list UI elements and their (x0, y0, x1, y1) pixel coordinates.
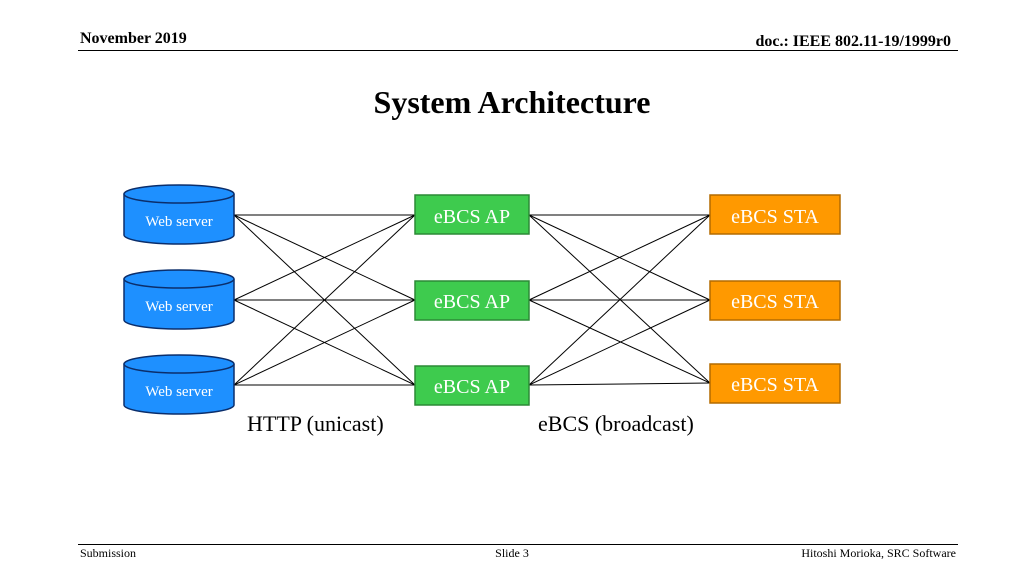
http-links (233, 214, 416, 386)
link-ap2-sta1 (528, 214, 711, 301)
database-icon (123, 279, 235, 330)
database-icon-top (123, 269, 235, 289)
sta-box (709, 194, 841, 235)
ebcs-ap-3: eBCS AP (414, 365, 530, 406)
footer-submission: Submission (80, 546, 137, 560)
ap-label: eBCS AP (434, 376, 510, 398)
ap-label: eBCS AP (434, 206, 510, 228)
slide-title: System Architecture (373, 84, 651, 120)
web-server-label: Web server (145, 214, 213, 230)
link-ap3-sta1 (528, 214, 711, 386)
header-doc-id: doc.: IEEE 802.11-19/1999r0 (755, 33, 951, 50)
http-unicast-label: HTTP (unicast) (247, 411, 384, 436)
link-ap2-sta3 (528, 299, 711, 384)
web-server-3: Web server (123, 354, 235, 415)
ebcs-broadcast-label: eBCS (broadcast) (538, 411, 694, 436)
footer-slide-number: Slide 3 (495, 546, 529, 560)
database-icon (123, 364, 235, 415)
database-icon-top (123, 354, 235, 374)
sta-box (709, 280, 841, 321)
sta-label: eBCS STA (731, 374, 819, 396)
link-server2-ap1 (233, 214, 416, 301)
ebcs-sta-2: eBCS STA (709, 280, 841, 321)
ebcs-sta-3: eBCS STA (709, 363, 841, 404)
footer-author: Hitoshi Morioka, SRC Software (801, 546, 956, 560)
ebcs-sta-1: eBCS STA (709, 194, 841, 235)
database-icon-top (123, 184, 235, 204)
ebcs-links (528, 214, 711, 386)
sta-label: eBCS STA (731, 206, 819, 228)
sta-box (709, 363, 841, 404)
ap-label: eBCS AP (434, 291, 510, 313)
link-ap3-sta2 (528, 299, 711, 386)
web-server-label: Web server (145, 384, 213, 400)
ap-box (414, 280, 530, 321)
web-server-1: Web server (123, 184, 235, 245)
link-server3-ap1 (233, 214, 416, 386)
web-server-label: Web server (145, 299, 213, 315)
database-icon (123, 194, 235, 245)
web-server-2: Web server (123, 269, 235, 330)
header-date: November 2019 (80, 30, 187, 47)
ebcs-ap-2: eBCS AP (414, 280, 530, 321)
ap-box (414, 365, 530, 406)
link-ap1-sta3 (528, 214, 711, 384)
sta-label: eBCS STA (731, 291, 819, 313)
header-divider (78, 50, 958, 51)
footer-divider (78, 544, 958, 545)
link-ap3-sta3 (528, 382, 711, 386)
ap-box (414, 194, 530, 235)
link-server3-ap2 (233, 299, 416, 386)
ebcs-ap-1: eBCS AP (414, 194, 530, 235)
